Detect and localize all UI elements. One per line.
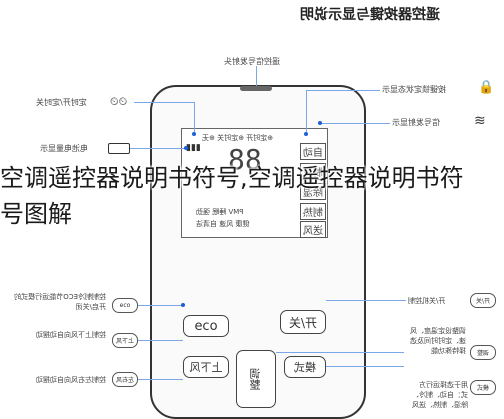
power-button[interactable]: 开/关 (280, 310, 326, 334)
mode-button[interactable]: 模式 (284, 356, 326, 378)
lock-icon: 🔒 (478, 80, 495, 95)
wifi-signal-icon: ≋ (474, 113, 486, 129)
pill-adjust: 调整 (470, 345, 496, 360)
lcd-mode-auto: 自动 (300, 143, 326, 160)
callout-battery: 电池电量显示 (40, 144, 88, 153)
overlay-caption: 空调遥控器说明书符号,空调遥控器说明书符 号图解 (0, 160, 504, 240)
callout-lock: 按键锁定状态显示 (382, 85, 446, 94)
callout-leftright: 控制左右风向自动摆动 (36, 376, 106, 384)
callout-adjust: 调整设定温度、风速、定时时间及选择特殊功能 (410, 327, 466, 355)
ir-emitter (240, 86, 272, 91)
battery-callout-icon (108, 143, 130, 154)
pill-leftright: 左右风 (112, 372, 138, 387)
page-title: 遥控器按键与显示说明 (300, 7, 440, 23)
timer-icon: ⏲⏲ (110, 95, 128, 108)
lcd-digits: 88 (228, 143, 262, 176)
pill-updown: 上下风 (112, 333, 138, 348)
adjust-button[interactable]: 调整 (236, 350, 276, 408)
pill-eco: eco (112, 298, 138, 313)
battery-icon: ▮▮▮ (186, 143, 201, 153)
callout-ir-emitter: 遥控信号发射头 (224, 57, 280, 66)
updown-swing-button[interactable]: 上下风 (183, 356, 229, 378)
callout-updown: 控制上下风向自动摆动 (36, 331, 106, 339)
overlay-line-1: 空调遥控器说明书符号,空调遥控器说明书符 (0, 164, 464, 192)
callout-power: 开/关机控制 (408, 297, 446, 305)
callout-mode: 用于选择运行方式：自动、制冷、除湿、制热、送风 (412, 381, 468, 409)
pill-mode: 模式 (470, 380, 496, 395)
callout-timer: 定时开/定时关 (36, 98, 87, 107)
lcd-top-icons: ⊕定时开 ⊕定时关 ⊕无 (202, 134, 274, 142)
lcd-screen: ⊕定时开 ⊕定时关 ⊕无 ▮▮▮ 88 自动 制冷 除湿 制热 送风 PMV 睡… (181, 128, 328, 238)
eco-button[interactable]: eco (183, 315, 229, 337)
callout-signal: 信号发射显示 (392, 118, 440, 127)
callout-eco: 控制制冷ECO节能运行模式的开启/关闭 (14, 293, 106, 311)
overlay-line-2: 号图解 (0, 200, 72, 228)
pill-power: 开/关 (470, 293, 496, 308)
